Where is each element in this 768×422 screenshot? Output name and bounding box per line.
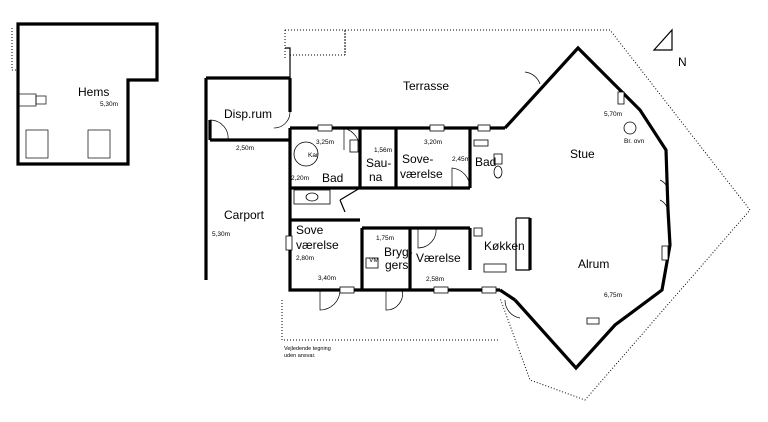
dim-sove-small: 3,20m bbox=[424, 139, 442, 146]
room-label-stue: Stue bbox=[570, 147, 595, 161]
room-label-bryggers-2: gers bbox=[385, 258, 408, 272]
dim-brovn: Br. ovn bbox=[624, 138, 645, 145]
room-label-bad-right: Bad bbox=[475, 155, 496, 169]
room-label-sauna-2: na bbox=[369, 170, 383, 184]
note-line-1: Vejledende tegning bbox=[284, 346, 331, 352]
room-label-sove-small-2: værelse bbox=[400, 167, 443, 181]
dim-hems: 5,30m bbox=[100, 101, 118, 108]
room-label-vaerelse: Værelse bbox=[416, 251, 461, 265]
interior-walls bbox=[208, 120, 532, 290]
room-label-bad-left: Bad bbox=[322, 171, 343, 185]
exterior-walls bbox=[204, 45, 672, 371]
dimension-labels: 2,50m 5,30m 3,25m 2,20m 1,56m 3,20m 2,45… bbox=[212, 111, 645, 299]
room-label-sove-large-2: værelse bbox=[296, 238, 339, 252]
room-label-disp-rum: Disp.rum bbox=[224, 107, 272, 121]
dim-sove-large-b: 3,40m bbox=[318, 275, 336, 282]
dim-carport: 5,30m bbox=[212, 231, 230, 238]
dim-alrum: 6,75m bbox=[604, 292, 622, 299]
terrace-wall bbox=[285, 47, 291, 78]
label-kar: Kar bbox=[308, 152, 319, 159]
room-label-sove-small-1: Sove- bbox=[402, 152, 433, 166]
doors bbox=[209, 71, 669, 319]
dim-bryggers: 1,75m bbox=[376, 235, 394, 242]
room-label-sove-large-1: Sove bbox=[296, 223, 324, 237]
dim-bad-side: 2,20m bbox=[291, 175, 309, 182]
dim-bad-top: 3,25m bbox=[316, 139, 334, 146]
room-label-bryggers-1: Bryg- bbox=[384, 245, 413, 259]
note-line-2: uden ansvar. bbox=[284, 353, 316, 359]
dim-stue: 5,70m bbox=[604, 111, 622, 118]
compass: N bbox=[652, 28, 687, 69]
windows bbox=[285, 91, 669, 325]
dim-vaerelse: 2,58m bbox=[426, 276, 444, 283]
room-label-koekken: Køkken bbox=[484, 239, 525, 253]
dim-sove-large-a: 2,80m bbox=[296, 255, 314, 262]
room-label-hems: Hems bbox=[78, 85, 109, 99]
dim-bad-right: 2,45m bbox=[452, 156, 470, 163]
room-labels: Disp.rum Terrasse Carport Bad Sau- na So… bbox=[224, 79, 609, 272]
room-label-terrasse: Terrasse bbox=[403, 79, 449, 93]
room-label-carport: Carport bbox=[224, 208, 265, 222]
label-vm: VM bbox=[369, 257, 379, 264]
hems-loft: Hems 5,30m bbox=[11, 22, 159, 166]
dim-sauna: 1,56m bbox=[374, 147, 392, 154]
room-label-alrum: Alrum bbox=[578, 257, 609, 271]
compass-north-label: N bbox=[678, 55, 687, 69]
terrace-outline bbox=[281, 29, 751, 401]
fixtures bbox=[293, 121, 637, 273]
dim-disp-rum: 2,50m bbox=[236, 145, 254, 152]
room-label-sauna-1: Sau- bbox=[366, 156, 391, 170]
disclaimer-note: Vejledende tegning uden ansvar. bbox=[284, 346, 331, 359]
